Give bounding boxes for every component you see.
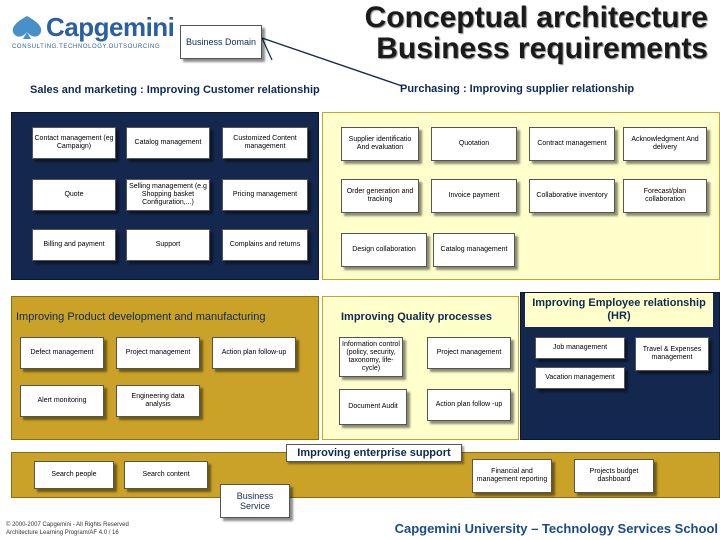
copyright-line-1: © 2000-2007 Capgemini - All Rights Reser… bbox=[6, 522, 129, 528]
contract-management-box: Contract management bbox=[529, 127, 615, 161]
hr-title: Improving Employee relationship (HR) bbox=[525, 293, 713, 327]
projects-budget-box: Projects budget dashboard bbox=[574, 459, 654, 493]
quotation-box: Quotation bbox=[431, 127, 517, 161]
complains-returns-box: Complains and returns bbox=[222, 229, 308, 261]
search-content-box: Search content bbox=[124, 461, 208, 489]
job-management-box: Job management bbox=[535, 337, 625, 359]
alert-monitoring-box: Alert monitoring bbox=[20, 385, 104, 417]
design-collaboration-box: Design collaboration bbox=[341, 233, 427, 267]
acknowledgment-delivery-box: Acknowledgment And delivery bbox=[623, 127, 707, 161]
copyright-line-2: Architecture Learning Program/AF 4.0 / 1… bbox=[6, 530, 119, 536]
supplier-identification-box: Supplier identificatio And evaluation bbox=[341, 127, 419, 161]
quote-box: Quote bbox=[32, 179, 116, 211]
document-audit-box: Document Audit bbox=[339, 389, 407, 425]
action-plan-box: Action plan follow-up bbox=[212, 337, 296, 369]
collaborative-inventory-box: Collaborative inventory bbox=[529, 179, 615, 213]
purchasing-catalog-box: Catalog management bbox=[433, 233, 515, 267]
capgemini-logo: Capgemini CONSULTING.TECHNOLOGY.OUTSOURC… bbox=[6, 10, 175, 55]
quality-action-plan-box: Action plan follow -up bbox=[427, 389, 511, 421]
order-generation-box: Order generation and tracking bbox=[341, 179, 419, 213]
title-line-1: Conceptual architecture bbox=[364, 1, 708, 34]
customized-content-box: Customized Content management bbox=[222, 127, 308, 159]
contact-management-box: Contact management (eg Campaign) bbox=[32, 127, 116, 159]
catalog-management-box: Catalog management bbox=[126, 127, 210, 159]
hr-panel: Improving Employee relationship (HR) Job… bbox=[520, 292, 720, 440]
title-line-2: Business requirements bbox=[376, 32, 708, 65]
logo-name: Capgemini bbox=[46, 12, 175, 42]
page-title: Conceptual architecture Business require… bbox=[365, 2, 708, 64]
vacation-management-box: Vacation management bbox=[535, 367, 625, 389]
purchasing-panel: Supplier identificatio And evaluation Qu… bbox=[322, 112, 720, 280]
invoice-payment-box: Invoice payment bbox=[431, 179, 517, 213]
purchasing-title: Purchasing : Improving supplier relation… bbox=[400, 83, 635, 95]
sales-panel: Contact management (eg Campaign) Catalog… bbox=[11, 112, 319, 280]
travel-expenses-box: Travel & Expenses management bbox=[635, 337, 709, 371]
financial-reporting-box: Financial and management reporting bbox=[472, 459, 552, 493]
business-domain-label: Business Domain bbox=[180, 25, 262, 59]
university-label: Capgemini University – Technology Servic… bbox=[394, 521, 718, 536]
forecast-plan-box: Forecast/plan collaboration bbox=[623, 179, 707, 213]
quality-panel: Improving Quality processes Information … bbox=[322, 296, 519, 440]
sales-title: Sales and marketing : Improving Customer… bbox=[30, 84, 320, 96]
logo-tagline: CONSULTING.TECHNOLOGY.OUTSOURCING bbox=[12, 44, 161, 50]
billing-payment-box: Billing and payment bbox=[32, 229, 116, 261]
product-panel: Improving Product development and manufa… bbox=[11, 296, 319, 440]
capgemini-spade-icon bbox=[12, 16, 42, 39]
defect-management-box: Defect management bbox=[20, 337, 104, 369]
product-project-management-box: Project management bbox=[116, 337, 200, 369]
quality-title: Improving Quality processes bbox=[341, 311, 492, 323]
engineering-data-box: Engineering data analysis bbox=[116, 385, 200, 417]
copyright: © 2000-2007 Capgemini - All Rights Reser… bbox=[6, 521, 129, 537]
business-service-label: Business Service bbox=[220, 484, 290, 518]
information-control-box: Information control (policy, security, t… bbox=[339, 337, 403, 377]
enterprise-title: Improving enterprise support bbox=[286, 444, 462, 462]
support-box: Support bbox=[126, 229, 210, 261]
pricing-management-box: Pricing management bbox=[222, 179, 308, 211]
quality-project-management-box: Project management bbox=[427, 337, 511, 369]
product-title: Improving Product development and manufa… bbox=[16, 311, 266, 323]
selling-management-box: Selling management (e.g Shopping basket … bbox=[126, 179, 210, 211]
search-people-box: Search people bbox=[34, 461, 114, 489]
